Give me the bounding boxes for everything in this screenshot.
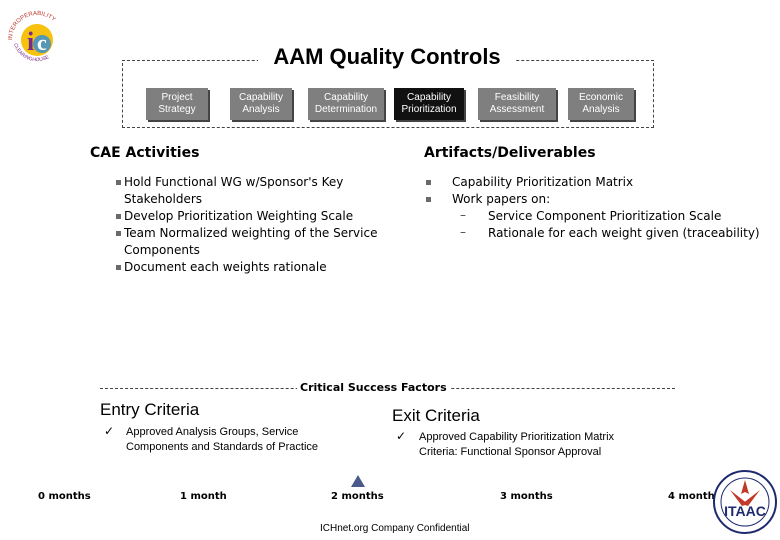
step-capability-analysis[interactable]: Capability Analysis bbox=[230, 88, 292, 120]
page-title: AAM Quality Controls bbox=[258, 44, 516, 70]
step-project-strategy[interactable]: Project Strategy bbox=[146, 88, 208, 120]
list-item: Hold Functional WG w/Sponsor's Key Stake… bbox=[124, 175, 344, 206]
svg-text:c: c bbox=[37, 30, 47, 55]
list-item: Capability Prioritization Matrix bbox=[452, 175, 634, 189]
bullet-icon bbox=[426, 197, 431, 202]
itaac-logo: ITAAC bbox=[713, 470, 777, 534]
timeline-tick: 4 months bbox=[668, 491, 721, 502]
itaac-logo-text: ITAAC bbox=[724, 503, 766, 519]
footer-text: ICHnet.org Company Confidential bbox=[320, 523, 470, 534]
critical-success-label: Critical Success Factors bbox=[297, 381, 450, 394]
bullet-icon bbox=[116, 231, 121, 236]
dash-icon: – bbox=[460, 225, 466, 239]
timeline-tick: 1 month bbox=[180, 491, 227, 502]
sub-list-item: Service Component Prioritization Scale bbox=[488, 209, 722, 223]
step-feasibility-assessment[interactable]: Feasibility Assessment bbox=[478, 88, 556, 120]
check-icon: ✓ bbox=[104, 424, 115, 438]
step-capability-determination[interactable]: Capability Determination bbox=[308, 88, 384, 120]
timeline-tick: 2 months bbox=[331, 491, 384, 502]
timeline-marker-icon bbox=[351, 475, 365, 487]
process-frame bbox=[122, 63, 654, 128]
exit-criteria-heading: Exit Criteria bbox=[392, 406, 480, 425]
entry-criteria-text: Approved Analysis Groups, Service Compon… bbox=[126, 426, 319, 453]
list-item: Work papers on: bbox=[452, 192, 551, 206]
timeline-tick: 0 months bbox=[38, 491, 91, 502]
artifacts-heading: Artifacts/Deliverables bbox=[424, 145, 596, 161]
timeline-tick: 3 months bbox=[500, 491, 553, 502]
list-item: Develop Prioritization Weighting Scale bbox=[124, 209, 354, 223]
check-icon: ✓ bbox=[396, 429, 407, 443]
list-item: Document each weights rationale bbox=[124, 260, 327, 274]
sub-list-item: Rationale for each weight given (traceab… bbox=[488, 226, 760, 240]
dash-icon: – bbox=[460, 208, 466, 222]
bullet-icon bbox=[116, 180, 121, 185]
bullet-icon bbox=[426, 180, 431, 185]
exit-criteria-text: Approved Capability Prioritization Matri… bbox=[419, 431, 615, 458]
activities-heading: CAE Activities bbox=[90, 145, 200, 161]
bullet-icon bbox=[116, 214, 121, 219]
step-economic-analysis[interactable]: Economic Analysis bbox=[568, 88, 634, 120]
list-item: Team Normalized weighting of the Service… bbox=[124, 226, 378, 257]
svg-text:i: i bbox=[27, 27, 34, 56]
bullet-icon bbox=[116, 265, 121, 270]
step-capability-prioritization[interactable]: Capability Prioritization bbox=[394, 88, 464, 120]
interoperability-clearinghouse-logo: i c INTEROPERABILITY CLEARINGHOUSE bbox=[8, 11, 56, 63]
entry-criteria-heading: Entry Criteria bbox=[100, 400, 200, 419]
